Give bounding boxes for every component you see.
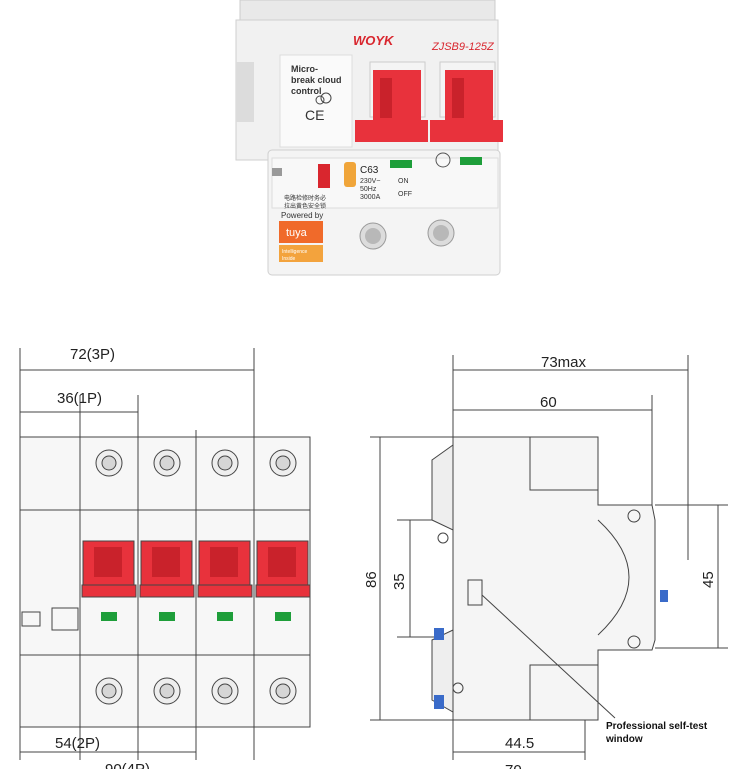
rating-label: C63 [360,165,379,176]
pole-indicator-3 [217,612,233,621]
brand-logo: WOYK [353,33,395,48]
pole-handle-inner-4 [268,547,296,577]
handle-right [430,61,503,142]
feature-label-1: Micro- [291,64,318,74]
dim-label-72-3p: 72(3P) [70,346,115,363]
handle-left [355,61,428,142]
on-label: ON [398,178,409,185]
pole-handle-inner-2 [152,547,180,577]
bottom-terminal-screw-inner-4 [275,683,291,699]
pole-handle-inner-3 [210,547,238,577]
terminal-screw-right [427,219,455,247]
pole-indicator-4 [275,612,291,621]
front-poles [81,449,311,705]
bottom-terminal-screw-inner-3 [217,683,233,699]
dim-label-60: 60 [540,394,557,411]
annotation-line-2: window [605,734,643,745]
din-clip-blue-right [660,590,668,602]
pole-handle-base-4 [255,584,311,598]
breaking-capacity-label: 3000A [360,194,381,201]
dim-label-45: 45 [700,571,717,588]
cloud-icon [315,92,332,105]
feature-label-3: control [291,86,322,96]
pole-indicator-2 [159,612,175,621]
safety-lock [318,164,330,188]
intelligence-badge [279,245,323,262]
intelligence-line-1: Intelligence [282,249,308,255]
tuya-logo-text: tuya [286,227,308,239]
model-label: ZJSB9-125Z [431,41,495,53]
top-terminal-screw-inner-2 [159,455,175,471]
pole-handle-base-3 [197,584,253,598]
off-label: OFF [398,191,412,198]
dim-label-70: 70 [505,762,522,769]
din-clip-blue-bottom [434,695,444,709]
indicator-green-left [390,160,412,168]
ccc-mark-icon [435,152,451,168]
product-photo: WOYK ZJSB9-125Z Micro- break cloud contr… [235,0,503,276]
feature-label-2: break cloud [291,75,342,85]
voltage-label: 230V~ [360,178,380,185]
powered-by-label: Powered by [281,211,323,220]
dim-label-90-4p: 90(4P) [105,761,150,769]
frequency-label: 50Hz [360,186,377,193]
pole-handle-inner-1 [94,547,122,577]
pole-indicator-1 [101,612,117,621]
dim-label-54-2p: 54(2P) [55,735,100,752]
bottom-terminal-screw-inner-2 [159,683,175,699]
terminal-screw-left [359,222,387,250]
dim-label-86: 86 [363,571,380,588]
din-clip-blue-top [434,628,444,640]
indicator-green-right [460,157,482,165]
note-line-1: 电路检修时务必 [284,194,326,202]
top-terminal-screw-inner-3 [217,455,233,471]
yellow-lock [344,162,356,187]
dim-label-73max: 73max [541,354,587,371]
pole-handle-base-1 [81,584,137,598]
bottom-terminal-screw-inner-1 [101,683,117,699]
note-line-2: 拉出黄色安全锁 [284,202,326,210]
side-view-drawing [370,355,728,760]
pole-handle-base-2 [139,584,195,598]
intelligence-line-2: Inside [282,256,296,262]
top-terminal-screw-inner-1 [101,455,117,471]
dim-label-36-1p: 36(1P) [57,390,102,407]
annotation-line-1: Professional self-test [606,721,708,732]
top-terminal-screw-inner-4 [275,455,291,471]
ce-mark: CE [305,107,324,123]
dim-label-35: 35 [391,573,408,590]
dim-label-44-5: 44.5 [505,735,534,752]
tuya-logo [279,221,323,243]
